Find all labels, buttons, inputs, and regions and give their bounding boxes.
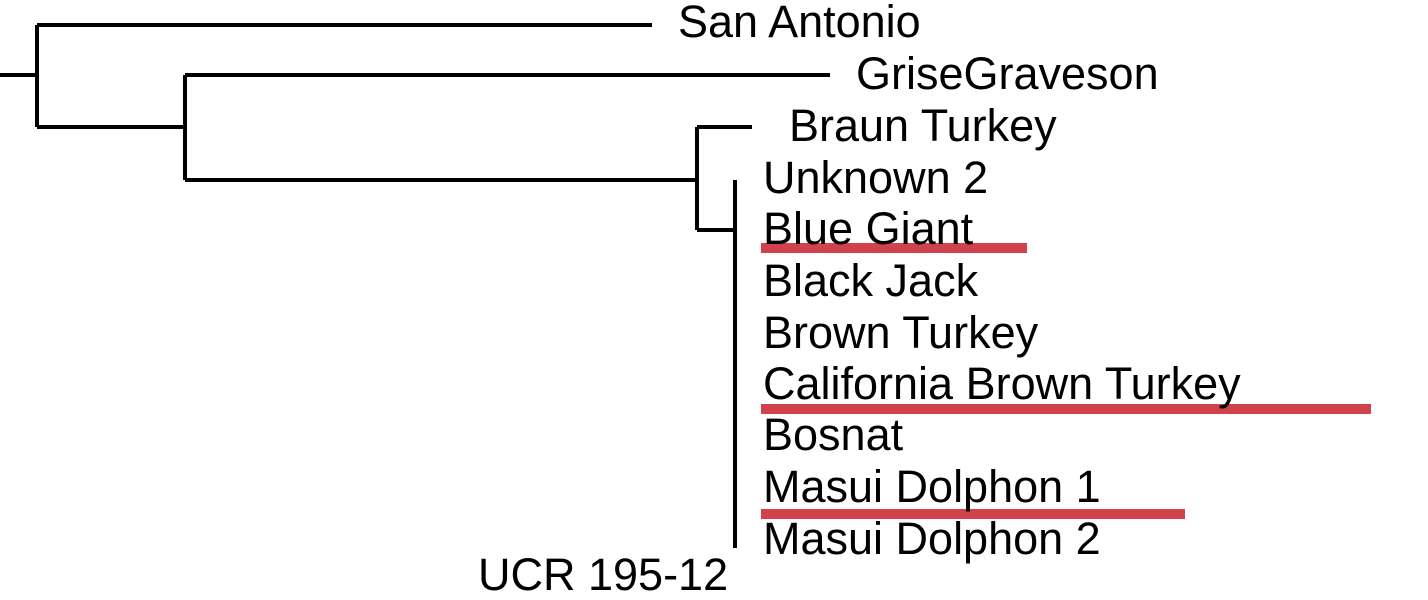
taxon-label-grisegraveson: GriseGraveson [856,48,1159,99]
taxon-label-braun-turkey: Braun Turkey [789,100,1057,151]
taxon-label-bosnat: Bosnat [763,409,904,460]
highlight-bar-masui-dolphon-1 [761,509,1185,519]
taxon-label-masui-dolphon-1: Masui Dolphon 1 [763,461,1101,512]
taxon-label-unknown-2: Unknown 2 [763,152,989,203]
highlight-bar-california-brown-turkey [761,404,1371,414]
taxon-label-san-antonio: San Antonio [678,0,921,47]
taxon-label-california-brown-turkey: California Brown Turkey [763,358,1241,409]
taxon-label-blue-giant: Blue Giant [763,203,974,254]
taxon-label-brown-turkey: Brown Turkey [763,307,1039,358]
taxon-label-ucr-partial: UCR 195-12 [478,549,729,600]
tree-branches [0,23,830,548]
taxon-label-masui-dolphon-2: Masui Dolphon 2 [763,513,1101,564]
taxon-label-black-jack: Black Jack [763,255,979,306]
phylogenetic-tree: San Antonio GriseGraveson Braun Turkey U… [0,0,1371,599]
highlight-bar-blue-giant [761,243,1027,253]
